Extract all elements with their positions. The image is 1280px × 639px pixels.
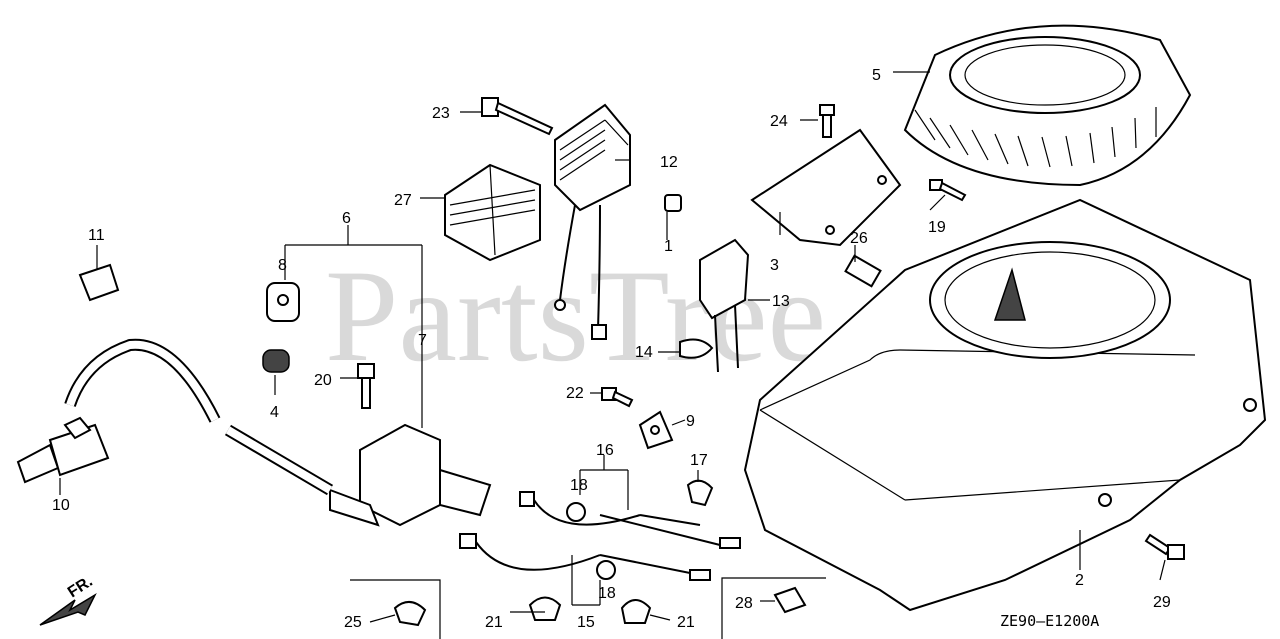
diagram-code: ZE90–E1200A [1000,612,1099,630]
grommet-4[interactable] [262,349,290,373]
bolt-23[interactable] [481,97,554,136]
callout-18-upper: 18 [570,477,588,494]
callout-10: 10 [52,497,70,514]
high-tension-lead[interactable] [64,338,334,496]
clamp-21-left[interactable] [528,596,562,621]
bolt-22[interactable] [601,387,634,408]
callout-14: 14 [635,344,653,361]
callout-23: 23 [432,105,450,122]
callout-13: 13 [772,293,790,310]
inset-box-25 [350,579,441,639]
callout-6: 6 [342,210,351,227]
callout-7: 7 [418,332,427,349]
leader-lines [59,71,1166,623]
callout-5: 5 [872,67,881,84]
callout-19: 19 [928,219,946,236]
callout-25: 25 [344,614,362,631]
callout-26: 26 [850,230,868,247]
wire-harness-16[interactable] [519,491,741,549]
callout-28: 28 [735,595,753,612]
clip-25[interactable] [393,601,427,627]
callout-24: 24 [770,113,788,130]
callout-22: 22 [566,385,584,402]
recoil-cover[interactable] [903,24,1192,187]
callout-11: 11 [88,227,105,244]
callout-1: 1 [664,238,673,255]
callout-29: 29 [1153,594,1171,611]
callout-15: 15 [577,614,595,631]
nut-1[interactable] [664,194,682,212]
watermark-text: PartsTree [325,242,826,389]
callout-27: 27 [394,192,412,209]
callout-16: 16 [596,442,614,459]
clamp-21-right[interactable] [620,599,652,624]
clip-14[interactable] [679,338,714,359]
callout-21-right: 21 [677,614,695,631]
bolt-19[interactable] [929,179,967,202]
bracket[interactable] [750,128,902,247]
bolt-24[interactable] [819,104,835,138]
callout-20: 20 [314,372,332,389]
front-direction-arrow: FR. [39,573,97,626]
regulator-27[interactable] [444,163,541,262]
clip-17[interactable] [686,479,714,507]
callout-9: 9 [686,413,695,430]
callout-2: 2 [1075,572,1084,589]
regulator-rectifier[interactable] [554,103,631,340]
clip-18-upper[interactable] [566,502,586,522]
callout-labels: 1 2 3 4 5 6 7 8 9 10 11 12 13 14 15 16 1… [52,67,1171,631]
callout-21-left: 21 [485,614,503,631]
callout-18-lower: 18 [598,585,616,602]
clip-18-lower[interactable] [596,560,616,580]
bolt-20[interactable] [357,363,375,409]
callout-12: 12 [660,154,678,171]
clamp-9[interactable] [638,410,674,450]
ignition-module-13[interactable] [699,238,750,373]
inset-box-28 [721,577,826,639]
grommet-8[interactable] [266,282,300,322]
callout-4: 4 [270,404,279,421]
ignition-coil[interactable] [329,423,492,527]
bolt-29[interactable] [1144,533,1185,560]
callout-8: 8 [278,257,287,274]
clip-11[interactable] [78,263,120,302]
callout-3: 3 [770,257,779,274]
collar-26[interactable] [844,254,882,288]
spark-plug-cap-10[interactable] [16,416,110,484]
fan-cover[interactable] [743,198,1267,612]
callout-17: 17 [690,452,708,469]
clip-28[interactable] [773,586,807,614]
wire-harness-15[interactable] [459,533,711,581]
